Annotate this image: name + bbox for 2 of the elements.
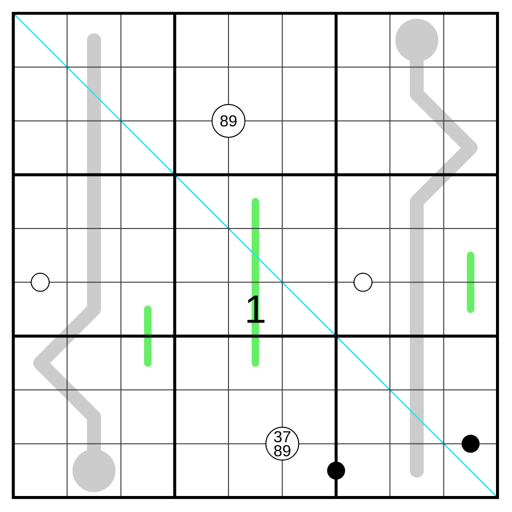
quadruple-clue: 89 (212, 104, 246, 138)
quadruple-clue: 37 89 (265, 426, 300, 461)
